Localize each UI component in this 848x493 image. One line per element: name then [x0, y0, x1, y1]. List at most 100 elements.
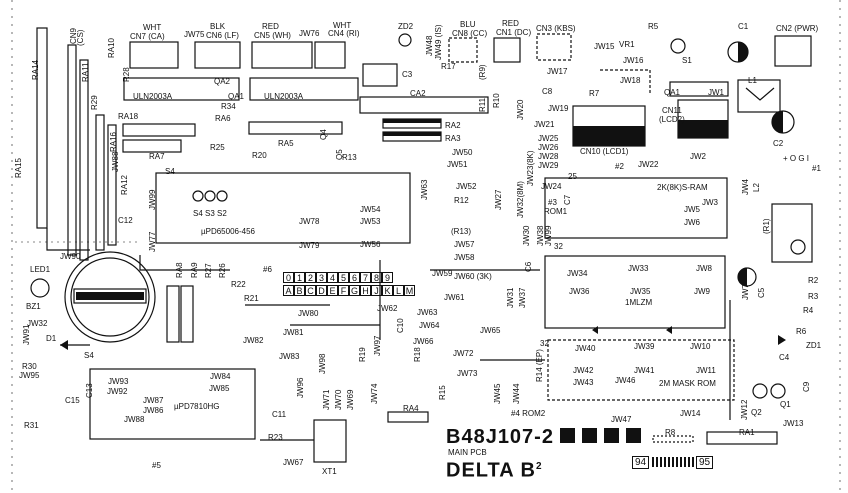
label-jw22: JW22 [638, 160, 659, 169]
label-v-ra8: RA8 [175, 262, 184, 278]
label-mainpcb: MAIN PCB [448, 448, 487, 457]
label-v-jw12: JW12 [740, 399, 749, 420]
label-jw6: JW6 [684, 218, 700, 227]
label-v-jw4: JW4 [741, 179, 750, 195]
label-v-jw20: JW20 [516, 99, 525, 120]
label-l1: L1 [748, 76, 757, 85]
label-jw19: JW19 [548, 104, 569, 113]
connector-key-h: H [360, 285, 371, 296]
label-s4: S4 [165, 167, 175, 176]
label-jw34: JW34 [567, 269, 588, 278]
label-jw84: JW84 [210, 372, 231, 381]
label-red-cn1: RED [502, 19, 519, 28]
label-jw32: JW32 [27, 319, 48, 328]
label-v-jw99: JW99 [148, 189, 157, 210]
label-c8: C8 [542, 87, 553, 96]
label-c1: C1 [738, 22, 749, 31]
label-jw8: JW8 [696, 264, 712, 273]
label-r8: R8 [665, 428, 676, 437]
label-red-cn5: RED [262, 22, 279, 31]
label-jw90: JW90 [60, 252, 81, 261]
label-jw81: JW81 [283, 328, 304, 337]
label-ra2: RA2 [445, 121, 461, 130]
connector-key-j: J [371, 285, 382, 296]
label-jw41: JW41 [634, 366, 655, 375]
label-v-ra16: RA16 [109, 131, 118, 152]
connector-key-k: K [382, 285, 393, 296]
label-v-c13: C13 [85, 383, 94, 398]
label-jw82: JW82 [243, 336, 264, 345]
label-qa1-l: QA1 [228, 92, 245, 101]
connector-key-7: 7 [360, 272, 371, 283]
label-hash1: #1 [812, 164, 821, 173]
label-jw42: JW42 [573, 366, 594, 375]
label-r6: R6 [796, 327, 807, 336]
label-v-jw77: JW77 [148, 231, 157, 252]
label-jw79: JW79 [299, 241, 320, 250]
label-c15: C15 [65, 396, 80, 405]
label-v-r9: (R9) [478, 64, 487, 80]
label-jw3: JW3 [702, 198, 718, 207]
label-blu: BLU [460, 20, 476, 29]
connector-key-1: 1 [294, 272, 305, 283]
label-c4: C4 [779, 353, 790, 362]
label-c3: C3 [402, 70, 413, 79]
label-n32a: 32 [554, 242, 563, 251]
label-jw15: JW15 [594, 42, 615, 51]
connector-key-e: E [327, 285, 338, 296]
label-jw1: JW1 [708, 88, 724, 97]
label-jw61: JW61 [444, 293, 465, 302]
label-r25: R25 [210, 143, 225, 152]
label-jw54: JW54 [360, 205, 381, 214]
label-v-r28: R28 [122, 67, 131, 82]
label-jw88: JW88 [124, 415, 145, 424]
label-v-jw88: JW88 [111, 151, 120, 172]
label-v-c6: C6 [524, 261, 533, 272]
label-r17: R17 [441, 62, 456, 71]
label-ra3: RA3 [445, 134, 461, 143]
label-jw17: JW17 [547, 67, 568, 76]
label-led1: LED1 [30, 265, 51, 274]
label-v-jw31: JW31 [506, 287, 515, 308]
label-v-q5: Q5 [335, 149, 344, 160]
label-v-jw27: JW27 [494, 189, 503, 210]
label-r20: R20 [252, 151, 267, 160]
label-v-jw97: JW97 [373, 335, 382, 356]
label-v-jw7: JW7 [741, 284, 750, 300]
label-v-r26: R26 [218, 263, 227, 278]
label-ra5: RA5 [278, 139, 294, 148]
label-ra7: RA7 [149, 152, 165, 161]
label-hash5: #5 [152, 461, 161, 470]
label-jw67: JW67 [283, 458, 304, 467]
label-v-jw96: JW96 [296, 377, 305, 398]
label-cn5-wh: CN5 (WH) [254, 31, 291, 40]
label-hash3: #3 [548, 198, 557, 207]
label-jw10: JW10 [690, 342, 711, 351]
label-jw76: JW76 [299, 29, 320, 38]
label-jw57: JW57 [454, 240, 475, 249]
label-v-r19: R19 [358, 347, 367, 362]
label-jw86: JW86 [143, 406, 164, 415]
label-jw40: JW40 [575, 344, 596, 353]
label-hash2: #2 [615, 162, 624, 171]
label-cn7-ca: CN7 (CA) [130, 32, 165, 41]
label-jw63: JW63 [417, 308, 438, 317]
label-qa2: QA2 [214, 77, 231, 86]
label-r4: R4 [803, 306, 814, 315]
label-s4b: S4 [84, 351, 94, 360]
label-zd2: ZD2 [398, 22, 414, 31]
label-v-cn9b: (CS) [76, 29, 85, 46]
board-name-sup: 2 [535, 461, 543, 472]
label-jw33: JW33 [628, 264, 649, 273]
label-jw64: JW64 [419, 321, 440, 330]
connector-key-g: G [349, 285, 360, 296]
label-vr1: VR1 [619, 40, 635, 49]
label-jw25: JW25 [538, 134, 559, 143]
connector-key-3: 3 [316, 272, 327, 283]
label-ra6: RA6 [215, 114, 231, 123]
label-r21: R21 [244, 294, 259, 303]
label-jw36: JW36 [569, 287, 590, 296]
pcb-code-pattern [652, 457, 694, 467]
